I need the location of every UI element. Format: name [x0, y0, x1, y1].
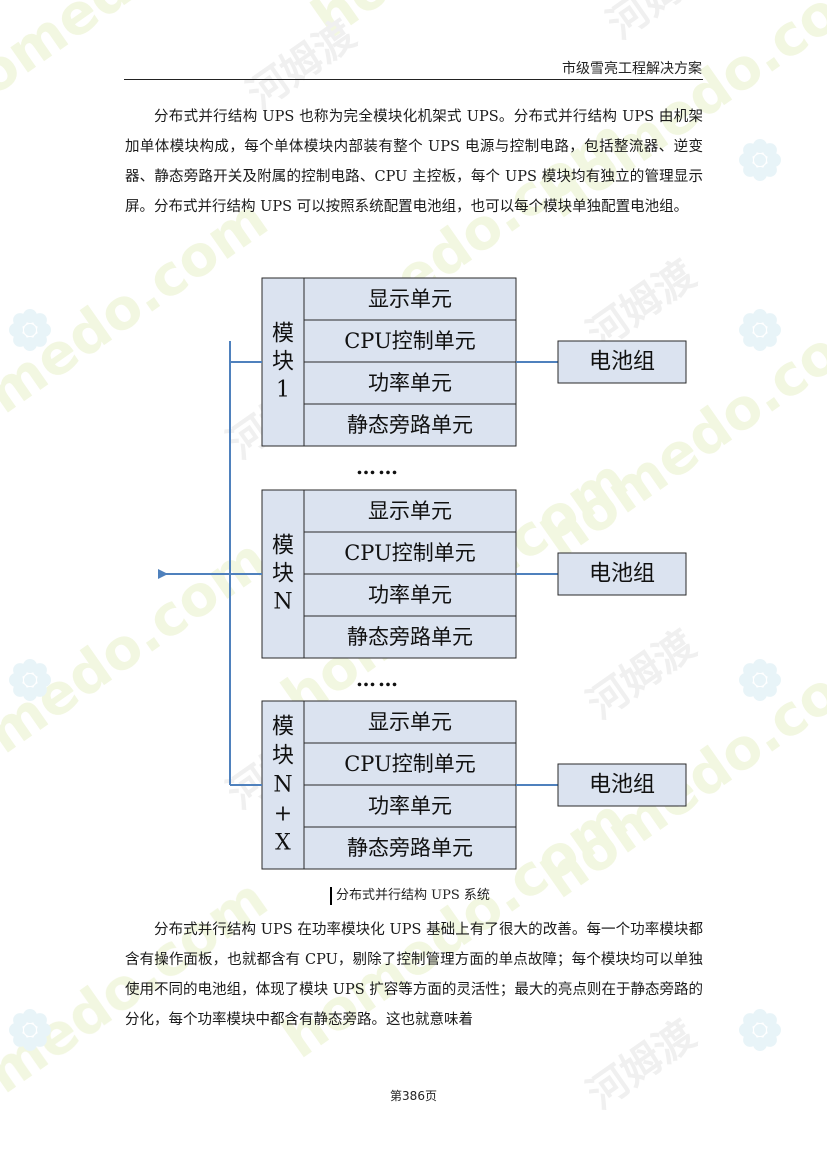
battery-box: [557, 340, 687, 384]
unit-label: 显示单元: [368, 499, 452, 523]
unit-box: [303, 403, 517, 447]
unit-box: [303, 573, 517, 617]
unit-box: [303, 615, 517, 659]
ellipsis: ……: [356, 455, 400, 479]
watermark-flower-petal: [32, 1032, 47, 1047]
watermark-flower-petal: [9, 1023, 23, 1037]
unit-label: 功率单元: [368, 371, 452, 395]
module-label-box: [261, 489, 305, 659]
unit-label: CPU控制单元: [344, 541, 476, 565]
battery-box: [557, 552, 687, 596]
ups-structure-diagram: 模块1显示单元CPU控制单元功率单元静态旁路单元电池组模块N显示单元CPU控制单…: [158, 277, 687, 870]
unit-box: [303, 361, 517, 405]
unit-box: [303, 826, 517, 870]
figure-caption: 分布式并行结构 UPS 系统: [330, 887, 490, 905]
watermark-flower-petal: [23, 1037, 37, 1051]
unit-box: [303, 277, 517, 321]
module-label-char: X: [275, 831, 291, 856]
module-label-char: 模: [272, 322, 294, 347]
watermark-flower-petal: [762, 1013, 777, 1028]
unit-label: 静态旁路单元: [347, 836, 473, 860]
unit-box: [303, 531, 517, 575]
module-label-char: 模: [272, 715, 294, 740]
unit-label: CPU控制单元: [344, 752, 476, 776]
unit-box: [303, 319, 517, 363]
module-label-char: N: [273, 590, 292, 615]
module-label-char: 1: [276, 378, 290, 403]
unit-box: [303, 784, 517, 828]
unit-box: [303, 742, 517, 786]
module-label-char: +: [274, 802, 292, 827]
page-number: 第386页: [390, 1089, 437, 1103]
unit-box: [303, 700, 517, 744]
paragraph-analysis: 分布式并行结构 UPS 在功率模块化 UPS 基础上有了很大的改善。每一个功率模…: [125, 922, 703, 1028]
module-label-char: 模: [272, 534, 294, 559]
watermark-flower-center: [754, 1024, 766, 1036]
watermark-flower-petal: [13, 1013, 28, 1028]
module-label-char: 块: [272, 562, 294, 587]
unit-label: 静态旁路单元: [347, 413, 473, 437]
watermark-flower-petal: [753, 1037, 767, 1051]
watermark-flower-center: [24, 1024, 36, 1036]
watermark-flower-petal: [37, 1023, 51, 1037]
battery-label: 电池组: [589, 773, 655, 798]
battery-box: [557, 763, 687, 807]
watermark-flower-petal: [753, 1009, 767, 1023]
battery-label: 电池组: [589, 350, 655, 375]
unit-label: 功率单元: [368, 794, 452, 818]
watermark-flower-petal: [13, 1032, 28, 1047]
watermark-flower-petal: [743, 1032, 758, 1047]
watermark-flower-petal: [739, 1023, 753, 1037]
header-rule: [124, 79, 703, 80]
unit-label: 静态旁路单元: [347, 625, 473, 649]
watermark-flower-petal: [23, 1009, 37, 1023]
watermark-flower-petal: [743, 1013, 758, 1028]
unit-box: [303, 489, 517, 533]
watermark-flower-petal: [762, 1032, 777, 1047]
module-label-char: N: [273, 773, 292, 798]
unit-label: 显示单元: [368, 287, 452, 311]
paragraph-intro: 分布式并行结构 UPS 也称为完全模块化机架式 UPS。分布式并行结构 UPS …: [125, 109, 703, 215]
unit-label: 显示单元: [368, 710, 452, 734]
unit-label: CPU控制单元: [344, 329, 476, 353]
module-label-char: 块: [272, 350, 294, 375]
watermark-flower-petal: [767, 1023, 781, 1037]
unit-label: 功率单元: [368, 583, 452, 607]
watermark-flower-petal: [32, 1013, 47, 1028]
battery-label: 电池组: [589, 562, 655, 587]
ellipsis: ……: [356, 667, 400, 691]
header-title: 市级雪亮工程解决方案: [562, 61, 702, 77]
module-label-char: 块: [272, 744, 294, 769]
